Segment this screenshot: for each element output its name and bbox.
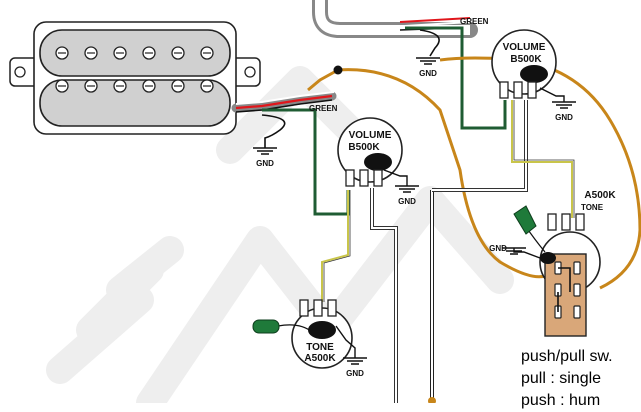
- switch-caption: push/pull sw. pull : single push : hum: [521, 346, 613, 412]
- pole-pieces: [55, 46, 214, 93]
- switch-lug: [573, 261, 581, 275]
- tone-pot-left: TONE A500K: [291, 299, 353, 369]
- caption-line: push : hum: [521, 392, 601, 409]
- volume-wire-down: [370, 188, 398, 403]
- gnd-label: GND: [398, 197, 416, 206]
- tone-label: TONE: [306, 342, 334, 353]
- ground-symbols: GND GND GND GND GND GND: [253, 57, 576, 378]
- pot-solder-blob: [540, 252, 556, 264]
- volume-wire-down-inner: [371, 188, 397, 403]
- pot-lug: [359, 169, 369, 187]
- pot-solder-blob: [364, 153, 392, 171]
- ground-icon: [502, 247, 526, 255]
- pot-lug: [345, 169, 355, 187]
- volume2-wire-down-inner: [432, 100, 527, 191]
- pot-solder-blob: [520, 65, 548, 83]
- mount-screw-icon: [14, 66, 26, 78]
- green-label-left: GREEN: [309, 104, 338, 113]
- gnd-label: GND: [256, 159, 274, 168]
- wiring-diagram: VOLUME B500K VOLUME B500K TONE A500K: [9, 0, 641, 403]
- ground-wire-top: [419, 29, 440, 57]
- tone-switch-assembly: A500K TONE: [513, 190, 616, 337]
- top-wire-white: [404, 21, 471, 27]
- ground-icon: [552, 101, 576, 109]
- capacitor-icon: [252, 319, 280, 334]
- volume-value: B500K: [510, 54, 542, 65]
- volume-pot-left: VOLUME B500K: [337, 117, 403, 187]
- ground-icon: [416, 57, 440, 65]
- ground-icon: [343, 357, 367, 365]
- pickup-wire-red: [235, 94, 333, 110]
- ground-wire-left: [261, 114, 286, 148]
- tone-wire-right: [511, 100, 573, 218]
- hot-wire-down: [307, 68, 339, 92]
- green-label-top: GREEN: [460, 17, 489, 26]
- volume-label: VOLUME: [349, 130, 392, 141]
- pot-lug: [327, 299, 337, 317]
- caption-line: pull : single: [521, 370, 602, 387]
- switch-lug: [573, 305, 581, 319]
- switch-lug: [573, 283, 581, 297]
- pot-lug: [561, 213, 571, 231]
- hot-wire: [337, 58, 641, 290]
- caption-line: push/pull sw.: [521, 348, 613, 365]
- tone-wire-right-black: [513, 100, 575, 218]
- green-wire-top: [405, 26, 507, 130]
- gnd-label: GND: [419, 69, 437, 78]
- top-cable-inner: [315, 0, 470, 35]
- pot-solder-blob: [308, 321, 336, 339]
- pickup-wire-black: [235, 99, 333, 113]
- pickup-wire-white: [235, 91, 335, 105]
- pot-lug: [575, 213, 585, 231]
- ground-icon: [395, 185, 419, 193]
- volume-pot-right: VOLUME B500K: [491, 29, 557, 99]
- tone-wire-left-black: [323, 190, 351, 302]
- ground-wire: [513, 248, 541, 259]
- pot-lug: [513, 81, 523, 99]
- ground-wire: [539, 87, 565, 102]
- top-wire-red: [399, 17, 471, 23]
- capacitor-left: [252, 319, 313, 334]
- volume-label: VOLUME: [503, 42, 546, 53]
- volume-value: B500K: [348, 142, 380, 153]
- pot-lug: [547, 213, 557, 231]
- ground-icon: [253, 147, 277, 155]
- solder-joint: [428, 397, 436, 403]
- pickup-bobbin-top: [39, 29, 231, 77]
- gnd-label: GND: [555, 113, 573, 122]
- pot-lug: [373, 169, 383, 187]
- ground-wire: [383, 169, 408, 186]
- solder-joint: [333, 65, 343, 75]
- gnd-label: GND: [489, 244, 507, 253]
- pot-lug: [313, 299, 323, 317]
- ground-wire: [335, 325, 356, 358]
- capacitor-icon: [513, 205, 537, 235]
- gnd-label: GND: [346, 369, 364, 378]
- tone-value: A500K: [584, 190, 616, 201]
- switch-jumper: [557, 267, 571, 312]
- tone-wire-left: [321, 190, 349, 302]
- tone-value: A500K: [304, 353, 336, 364]
- mount-screw-icon: [244, 66, 256, 78]
- pot-lug: [499, 81, 509, 99]
- pot-lug: [299, 299, 309, 317]
- cap-lead: [277, 324, 313, 333]
- tone-label: TONE: [581, 203, 604, 212]
- humbucker-pickup: [9, 21, 261, 135]
- pot-lug: [527, 81, 537, 99]
